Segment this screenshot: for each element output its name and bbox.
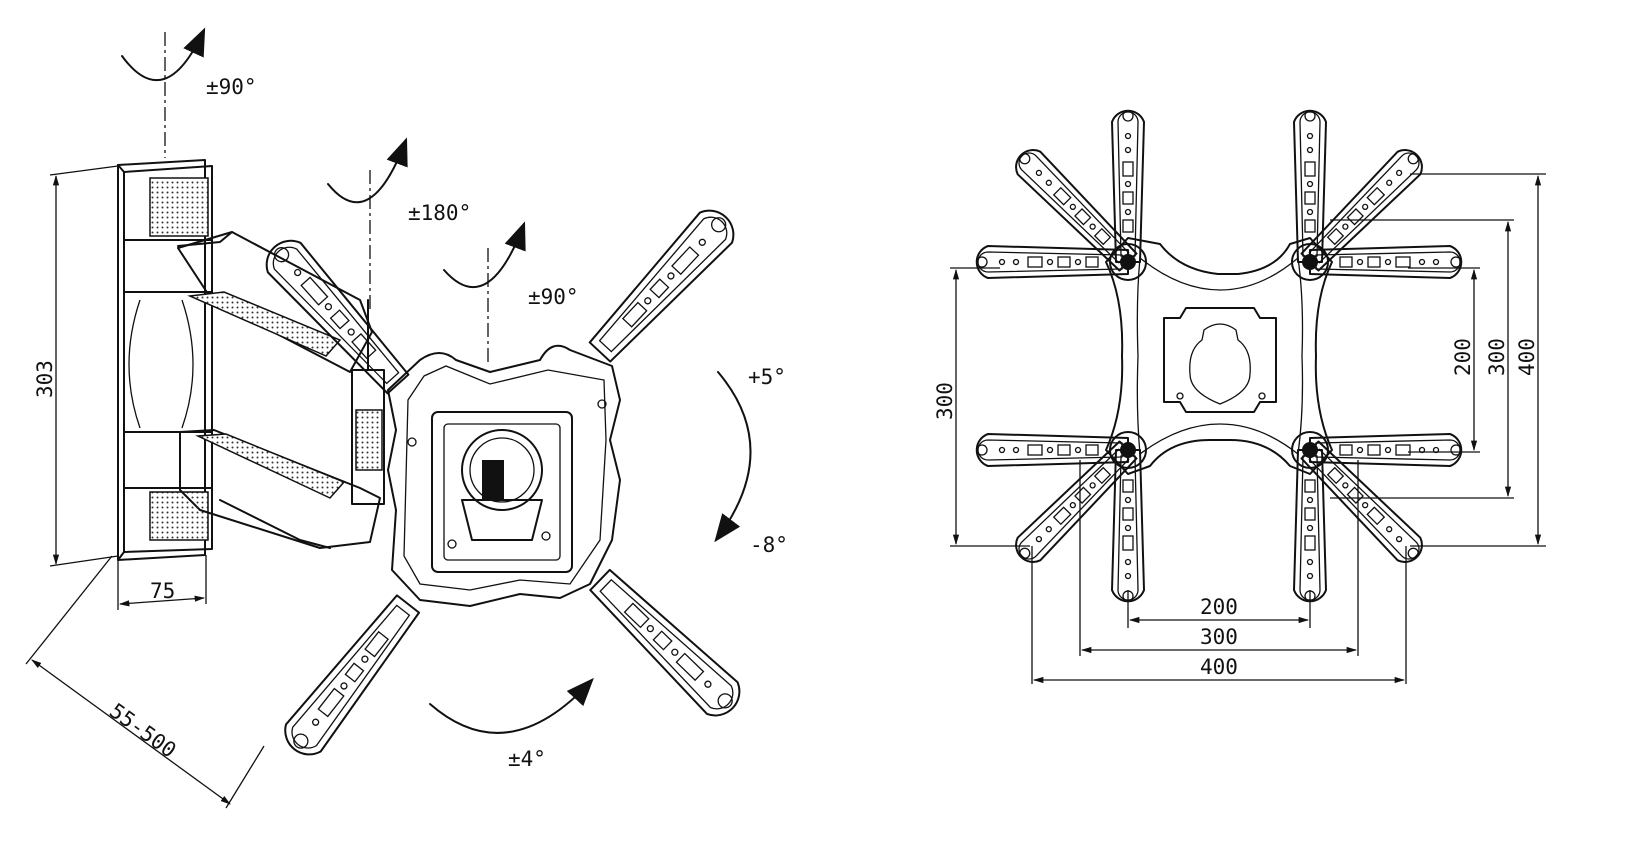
tilt-down-label: -8°: [750, 533, 788, 557]
horizontal-dimensions: 200 300 400: [1031, 460, 1407, 684]
depth-dimension: 75: [117, 555, 207, 610]
lower-arm: [179, 429, 381, 549]
v-dim-400: 400: [1515, 338, 1539, 376]
height-label: 303: [33, 360, 57, 398]
extension-dimension: 55-500: [25, 555, 265, 809]
upper-arm: [177, 231, 373, 373]
v-dim-200: 200: [1451, 338, 1475, 376]
swivel-mid-label: ±180°: [408, 201, 471, 225]
side-view: ±90° ±180° ±90° +5° -8° ±4° 303 75 55-50…: [25, 27, 788, 809]
arm-hubs: [1109, 243, 1329, 469]
depth-label: 75: [150, 579, 175, 603]
rotate-level-label: ±4°: [508, 747, 546, 771]
h-dim-400: 400: [1200, 655, 1238, 679]
vertical-dimension-left: 300: [933, 267, 1030, 547]
swivel-plate-label: ±90°: [528, 285, 579, 309]
front-view: 200 300 400 200 300 400: [933, 109, 1546, 684]
swivel-top-label: ±90°: [206, 75, 257, 99]
vertical-dimensions: 200 300 400: [1330, 173, 1546, 547]
front-back-plate: [1105, 237, 1333, 475]
height-dimension: 303: [33, 165, 119, 567]
extension-label: 55-500: [105, 699, 180, 763]
v-dim-300: 300: [1485, 338, 1509, 376]
h-dim-200: 200: [1200, 595, 1238, 619]
v-dim-left-300: 300: [933, 382, 957, 420]
pivot-column: [351, 299, 385, 505]
tilt-up-label: +5°: [748, 365, 786, 389]
tv-back-plate: [387, 344, 621, 607]
wall-plate: [117, 159, 213, 561]
h-dim-300: 300: [1200, 625, 1238, 649]
front-mount-arms: [975, 109, 1463, 603]
